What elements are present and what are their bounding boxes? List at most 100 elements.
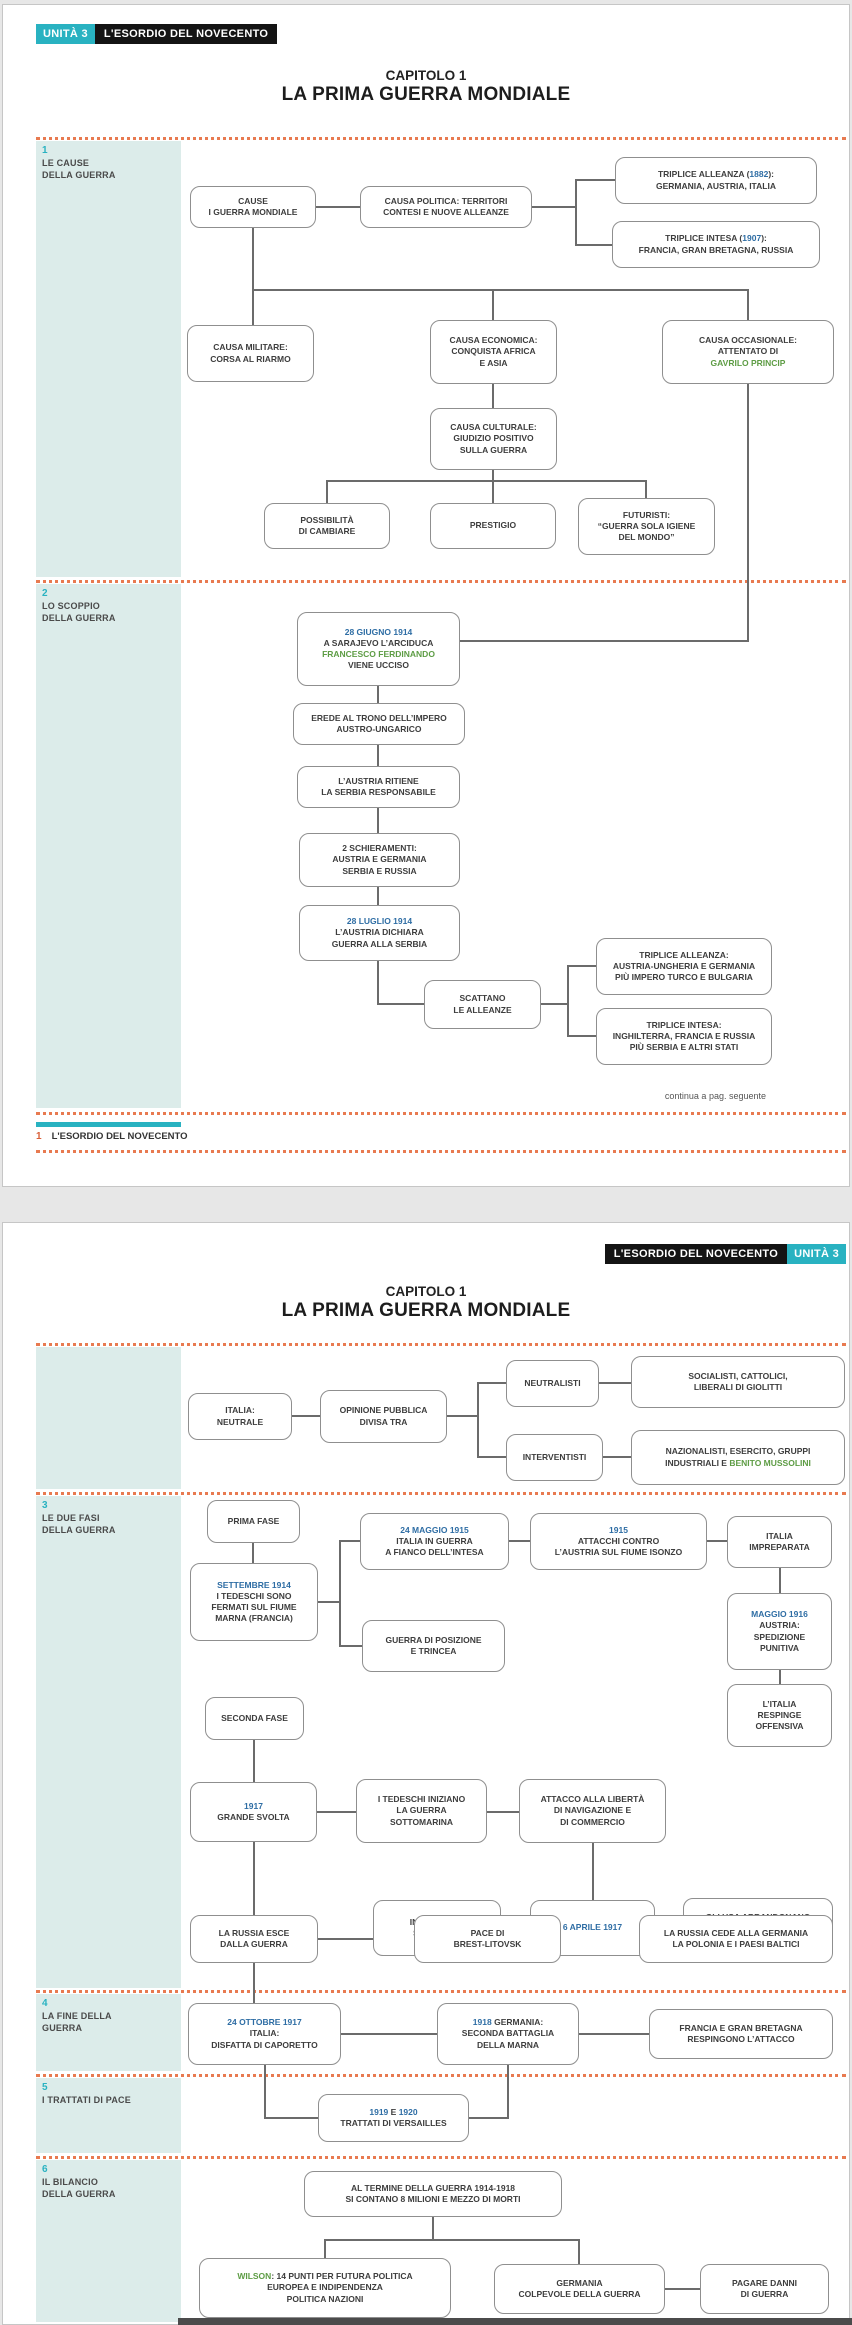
node-text: RESPINGONO L’ATTACCO: [687, 2034, 795, 2044]
node-text-line: CONTESI E NUOVE ALLEANZE: [383, 207, 509, 218]
node-text-line: CAUSA OCCASIONALE:: [699, 335, 797, 346]
node-text: GUERRA DI POSIZIONE: [385, 1634, 482, 1645]
node-text: POLITICA NAZIONI: [286, 2293, 364, 2304]
node-text-line: ITALIA:: [225, 1405, 255, 1416]
node-text: WILSON: [237, 2271, 272, 2282]
section-label-line: LO SCOPPIO: [42, 601, 101, 611]
connector-line: [567, 965, 569, 1037]
connector-line: [377, 745, 379, 766]
node-text: TRIPLICE ALLEANZA (: [657, 169, 750, 180]
node-text: FRANCIA E GRAN BRETAGNA: [679, 2022, 803, 2033]
node-text: MARNA (FRANCIA): [215, 1613, 293, 1624]
node-text-line: TRIPLICE ALLEANZA (1882):: [658, 169, 774, 180]
node-text-line: AUSTRIA E GERMANIA: [332, 854, 426, 865]
connector-line: [339, 1540, 341, 1647]
node-text: E TRINCEA: [410, 1646, 457, 1656]
connector-line: [326, 482, 328, 503]
node-text: CAUSA OCCASIONALE:: [699, 335, 797, 346]
node-text: AUSTRIA-UNGHERIA E GERMANIA: [612, 960, 756, 971]
node-text-line: PRIMA FASE: [228, 1516, 280, 1527]
node-text-line: LA RUSSIA CEDE ALLA GERMANIA: [664, 1928, 808, 1939]
connector-line: [492, 291, 494, 320]
section-label-line: GUERRA: [42, 2023, 83, 2034]
node-text-line: 28 LUGLIO 1914: [347, 916, 412, 927]
node-text: SULLA GUERRA: [459, 444, 528, 455]
connector-line: [492, 384, 494, 408]
node-text-line: OPINIONE PUBBLICA: [340, 1405, 428, 1416]
node-text: ATTACCO ALLA LIBERTÀ: [540, 1794, 645, 1805]
section-label-line: LE CAUSE: [42, 158, 90, 168]
node-text: L’AUSTRIA SUL FIUME ISONZO: [554, 1547, 683, 1558]
node-text-line: L’AUSTRIA DICHIARA: [335, 927, 423, 938]
footer-unit-title: L'ESORDIO DEL NOVECENTO: [51, 1131, 188, 1142]
node-text: EREDE AL TRONO DELL’IMPERO: [311, 712, 447, 723]
continua-note: continua a pag. seguente: [664, 1091, 766, 1101]
node-text: ITALIA:: [249, 2028, 280, 2039]
section-divider-dotted: [36, 1492, 846, 1495]
node-text-line: DALLA GUERRA: [220, 1939, 288, 1950]
connector-line: [577, 179, 615, 181]
node-text-line: I TEDESCHI SONO: [216, 1591, 291, 1602]
node-text: OFFENSIVA: [755, 1721, 804, 1732]
connector-line: [377, 887, 379, 905]
connector-line: [575, 179, 577, 246]
node-text: PIÙ SERBIA E ALTRI STATI: [629, 1042, 739, 1053]
section-divider-dotted: [36, 1343, 846, 1346]
footer-unit-number: 1: [36, 1131, 42, 1142]
node-text-line: I GUERRA MONDIALE: [209, 207, 298, 218]
node-text: OPINIONE PUBBLICA: [339, 1405, 428, 1416]
node-text: AUSTRIA:: [759, 1620, 800, 1631]
node-text-line: NEUTRALISTI: [524, 1378, 580, 1389]
connector-line: [318, 1938, 414, 1940]
connector-line: [253, 1740, 255, 1782]
node-text: SETTEMBRE 1914: [217, 1579, 291, 1590]
node-text: COLPEVOLE DELLA GUERRA: [518, 2289, 641, 2299]
connector-line: [317, 1811, 356, 1813]
node-text: DI GUERRA: [740, 2289, 789, 2299]
connector-line: [645, 482, 647, 498]
node-text: ATTACCHI CONTRO: [577, 1535, 660, 1546]
node-text-line: ATTACCHI CONTRO: [578, 1536, 659, 1547]
section-label-line: I TRATTATI DI PACE: [42, 2095, 131, 2105]
node-text: LA RUSSIA ESCE: [218, 1927, 290, 1938]
connector-line: [377, 686, 379, 703]
node-text: IMPREPARATA: [749, 1542, 810, 1552]
node-text-line: GRANDE SVOLTA: [217, 1812, 289, 1823]
node-text: ITALIA IN GUERRA: [396, 1535, 473, 1546]
node-text-line: SPEDIZIONE: [754, 1632, 805, 1643]
page-footer: 1 L'ESORDIO DEL NOVECENTO: [36, 1131, 188, 1142]
connector-line: [341, 1645, 362, 1647]
node-text-line: NEUTRALE: [217, 1417, 263, 1428]
node-text-line: L’ITALIA: [763, 1699, 797, 1710]
node-text-line: LA POLONIA E I PAESI BALTICI: [672, 1939, 799, 1950]
node-text: I GUERRA MONDIALE: [208, 207, 298, 217]
node-text: 1917: [244, 1800, 263, 1811]
section-label-line: DELLA GUERRA: [42, 1525, 116, 1536]
connector-line: [469, 2117, 509, 2119]
connector-line: [599, 1382, 631, 1384]
section-label-line: DELLA GUERRA: [42, 2189, 116, 2200]
node-text-line: CAUSA ECONOMICA:: [450, 335, 538, 346]
footer-teal-bar: [36, 1122, 181, 1127]
node-text-line: ITALIA IN GUERRA: [396, 1536, 473, 1547]
connector-line: [578, 2239, 580, 2264]
node-text: DI COMMERCIO: [560, 1816, 625, 1827]
node-text: LA RUSSIA CEDE ALLA GERMANIA: [663, 1927, 809, 1938]
connector-line: [447, 1415, 478, 1417]
connector-line: [252, 1543, 254, 1563]
connector-line: [569, 965, 596, 967]
node-text: 1907: [742, 233, 762, 244]
flow-node-triplice-alleanza-1882: TRIPLICE ALLEANZA (1882):GERMANIA, AUSTR…: [615, 157, 817, 204]
node-text: DIVISA TRA: [359, 1416, 408, 1427]
node-text-line: ATTENTATO DI: [718, 346, 778, 357]
node-text: 1882: [749, 169, 769, 180]
